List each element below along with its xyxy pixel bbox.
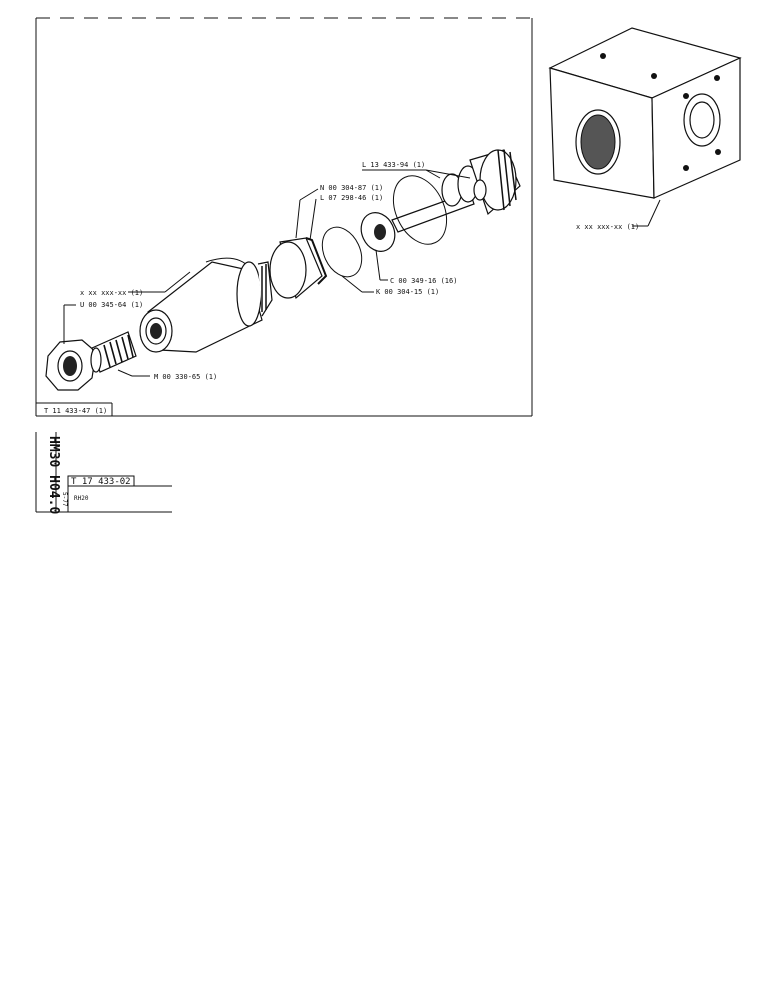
body-part <box>139 257 273 353</box>
leaders: x xx xxx-xx (1) U 00 345-64 (1) M 00 330… <box>63 161 471 381</box>
label-piston-n: N 00 304-87 (1) <box>320 184 383 192</box>
title-block: T 17 433-02 RH20 HM30 H04.0 5-77 <box>35 432 172 514</box>
drawing-name: RH20 <box>74 495 89 502</box>
label-screw: M 00 330-65 (1) <box>154 373 217 381</box>
nut-part <box>45 339 97 391</box>
label-oring: K 00 304-15 (1) <box>376 288 439 296</box>
side-code: HM30 H04.0 <box>46 436 61 514</box>
piston-part <box>269 237 328 300</box>
label-nut: U 00 345-64 (1) <box>80 301 143 309</box>
washer-part <box>360 212 396 252</box>
screw-part <box>90 331 137 373</box>
frame-ref-label: T 11 433-47 (1) <box>44 407 107 415</box>
valve-block <box>548 27 742 227</box>
valve-part <box>391 149 521 245</box>
label-valve: L 13 433-94 (1) <box>362 161 425 169</box>
drawing-number: T 17 433-02 <box>71 477 131 487</box>
label-block: x xx xxx-xx (1) <box>576 223 639 231</box>
drawing-date: 5-77 <box>61 492 68 507</box>
oring-part <box>321 226 363 278</box>
label-seal: C 00 349-16 (16) <box>390 277 457 285</box>
label-piston-l: L 07 298-46 (1) <box>320 194 383 202</box>
label-assembly: x xx xxx-xx (1) <box>80 289 143 297</box>
